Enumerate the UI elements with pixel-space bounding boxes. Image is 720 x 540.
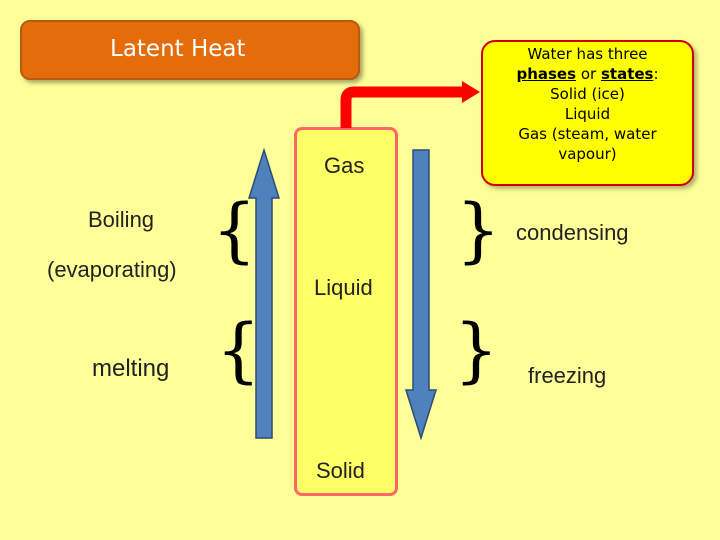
info-item-liquid: Liquid [564, 105, 611, 123]
left-brace-boiling: { [212, 189, 257, 271]
states-term: states [600, 65, 654, 83]
down-arrow [404, 149, 438, 441]
label-boiling: Boiling [88, 207, 155, 232]
info-item-gas: Gas (steam, water [518, 125, 657, 143]
state-liquid: Liquid [314, 275, 373, 300]
state-gas: Gas [324, 153, 365, 178]
label-evaporating: (evaporating) [47, 257, 177, 282]
right-brace-condensing: } [456, 189, 501, 271]
info-item-solid: Solid (ice) [550, 85, 625, 103]
label-melting: melting [92, 355, 170, 382]
label-freezing: freezing [528, 363, 607, 388]
info-line-1: Water has three [527, 45, 648, 63]
state-solid: Solid [316, 458, 365, 483]
red-arrow-shaft [340, 86, 464, 128]
label-condensing: condensing [516, 220, 629, 245]
left-brace-melting: { [216, 309, 261, 391]
red-arrow-head [462, 81, 480, 103]
up-arrow [247, 147, 281, 439]
info-callout: Water has three phases or states: Solid … [481, 40, 694, 186]
phases-term: phases [516, 65, 577, 83]
title-box [20, 20, 360, 80]
right-brace-freezing: } [454, 309, 499, 391]
info-line-2: phases or states: [516, 65, 659, 83]
state-column [294, 127, 398, 496]
diagram-title: Latent Heat [110, 36, 246, 62]
info-item-gas-cont: vapour) [558, 145, 617, 163]
